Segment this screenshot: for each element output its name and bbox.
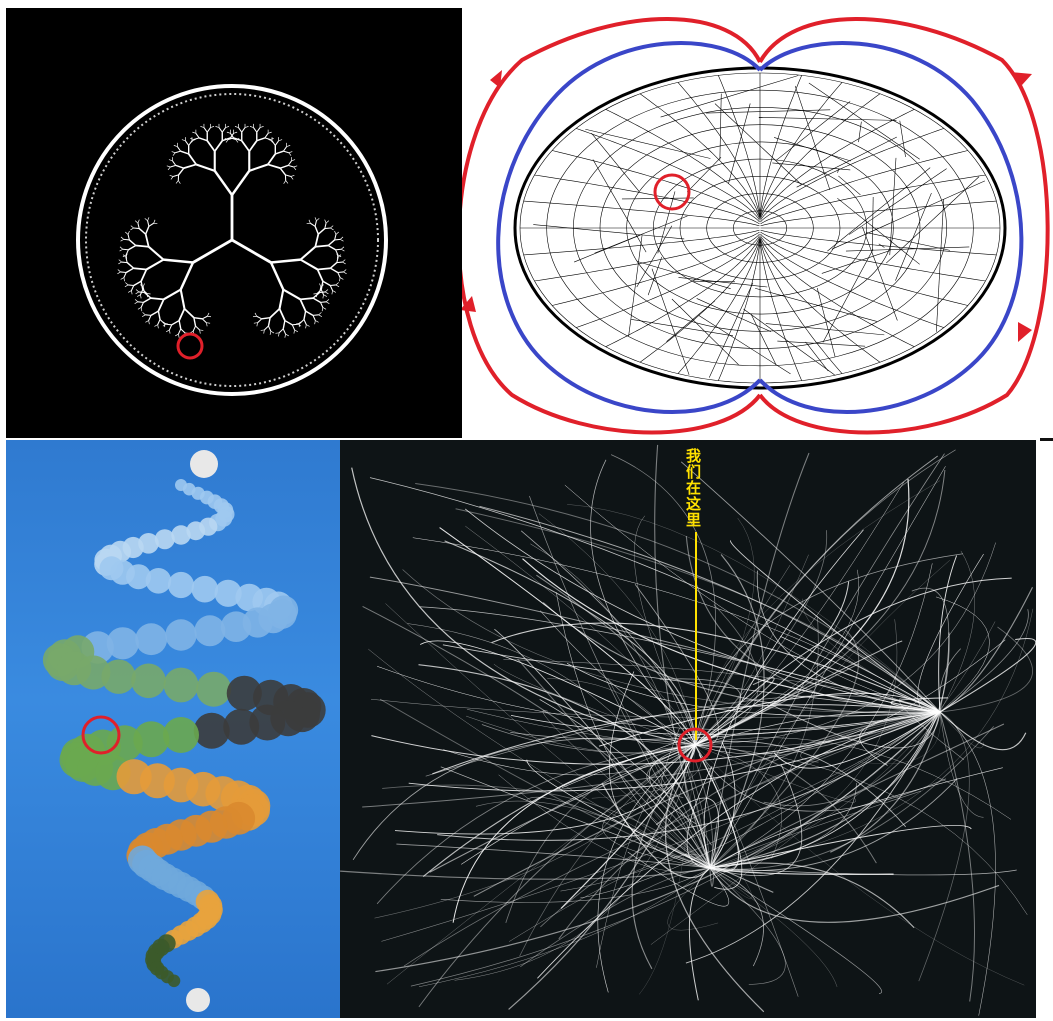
bottom-orb [186, 988, 210, 1012]
torus-field-panel [462, 0, 1053, 440]
divider-tick [1040, 438, 1053, 441]
highlight-circle [178, 334, 202, 358]
we-are-here-caption: 我们在这里 [683, 448, 704, 528]
spiral-ribbon [43, 479, 326, 987]
top-orb [190, 450, 218, 478]
evolution-spiral-panel [6, 440, 340, 1018]
torus-wire-mesh [520, 73, 1000, 383]
outer-field-loops [462, 19, 1048, 433]
toroidal-field-mesh-icon [462, 0, 1053, 440]
evolution-spiral-artwork-icon [6, 440, 340, 1018]
hyperbolic-tree-disk-icon [6, 8, 462, 438]
hyperbolic-tree-panel [6, 8, 462, 438]
branching-tree [117, 124, 346, 338]
galaxy-flow-panel: 我们在这里 [340, 440, 1036, 1018]
highlight-circle [655, 175, 689, 209]
